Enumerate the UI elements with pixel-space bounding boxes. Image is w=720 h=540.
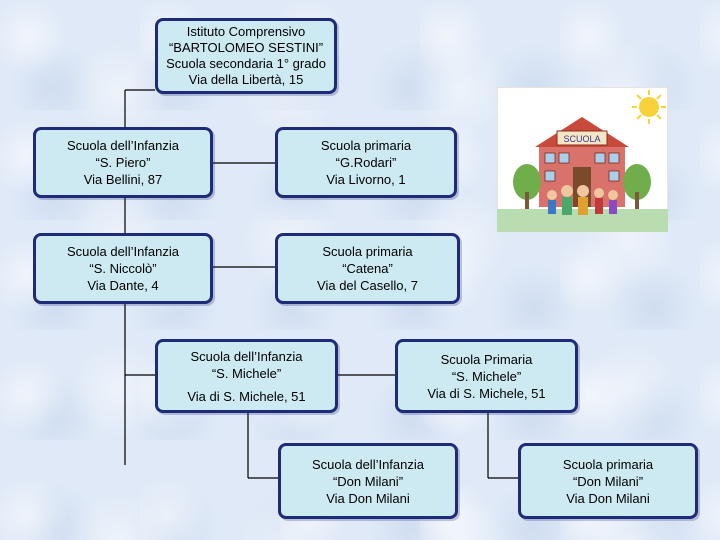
root-line-3: Scuola secondaria 1° grado [166, 56, 326, 72]
node-infanzia-s-niccolo: Scuola dell’Infanzia “S. Niccolò” Via Da… [33, 233, 213, 304]
node-line: Scuola dell’Infanzia [190, 348, 302, 365]
root-line-1: Istituto Comprensivo [187, 24, 306, 40]
node-line: Via Livorno, 1 [326, 171, 405, 188]
node-infanzia-s-michele: Scuola dell’Infanzia “S. Michele” Via di… [155, 339, 338, 413]
node-line: Scuola primaria [322, 243, 412, 260]
node-line: Via di S. Michele, 51 [427, 385, 545, 402]
root-line-2: “BARTOLOMEO SESTINI” [169, 40, 323, 56]
node-line: Via del Casello, 7 [317, 277, 418, 294]
node-line: Scuola dell’Infanzia [312, 456, 424, 473]
school-building-illustration: SCUOLA [497, 87, 668, 232]
node-line: Via Don Milani [326, 490, 410, 507]
node-infanzia-don-milani: Scuola dell’Infanzia “Don Milani” Via Do… [278, 443, 458, 519]
node-line: Scuola dell’Infanzia [67, 137, 179, 154]
node-line: Via Dante, 4 [87, 277, 158, 294]
node-line: Via Bellini, 87 [84, 171, 163, 188]
node-line: “S. Michele” [212, 365, 281, 382]
node-infanzia-s-piero: Scuola dell’Infanzia “S. Piero” Via Bell… [33, 127, 213, 198]
node-primaria-don-milani: Scuola primaria “Don Milani” Via Don Mil… [518, 443, 698, 519]
node-primaria-catena: Scuola primaria “Catena” Via del Casello… [275, 233, 460, 304]
node-line: “Don Milani” [333, 473, 403, 490]
node-line: “S. Niccolò” [89, 260, 156, 277]
svg-text:SCUOLA: SCUOLA [563, 134, 600, 144]
node-line: Via Don Milani [566, 490, 650, 507]
node-line: “S. Michele” [452, 368, 521, 385]
root-node-istituto-comprensivo: Istituto Comprensivo “BARTOLOMEO SESTINI… [155, 18, 337, 94]
node-line: Scuola dell’Infanzia [67, 243, 179, 260]
node-line: Scuola Primaria [441, 351, 533, 368]
node-line: Scuola primaria [321, 137, 411, 154]
node-line: “G.Rodari” [336, 154, 397, 171]
node-line: Via di S. Michele, 51 [187, 388, 305, 405]
node-primaria-s-michele: Scuola Primaria “S. Michele” Via di S. M… [395, 339, 578, 413]
node-line: “S. Piero” [96, 154, 151, 171]
root-line-4: Via della Libertà, 15 [189, 72, 304, 88]
node-line: “Don Milani” [573, 473, 643, 490]
node-primaria-g-rodari: Scuola primaria “G.Rodari” Via Livorno, … [275, 127, 457, 198]
node-line: “Catena” [342, 260, 393, 277]
node-line: Scuola primaria [563, 456, 653, 473]
